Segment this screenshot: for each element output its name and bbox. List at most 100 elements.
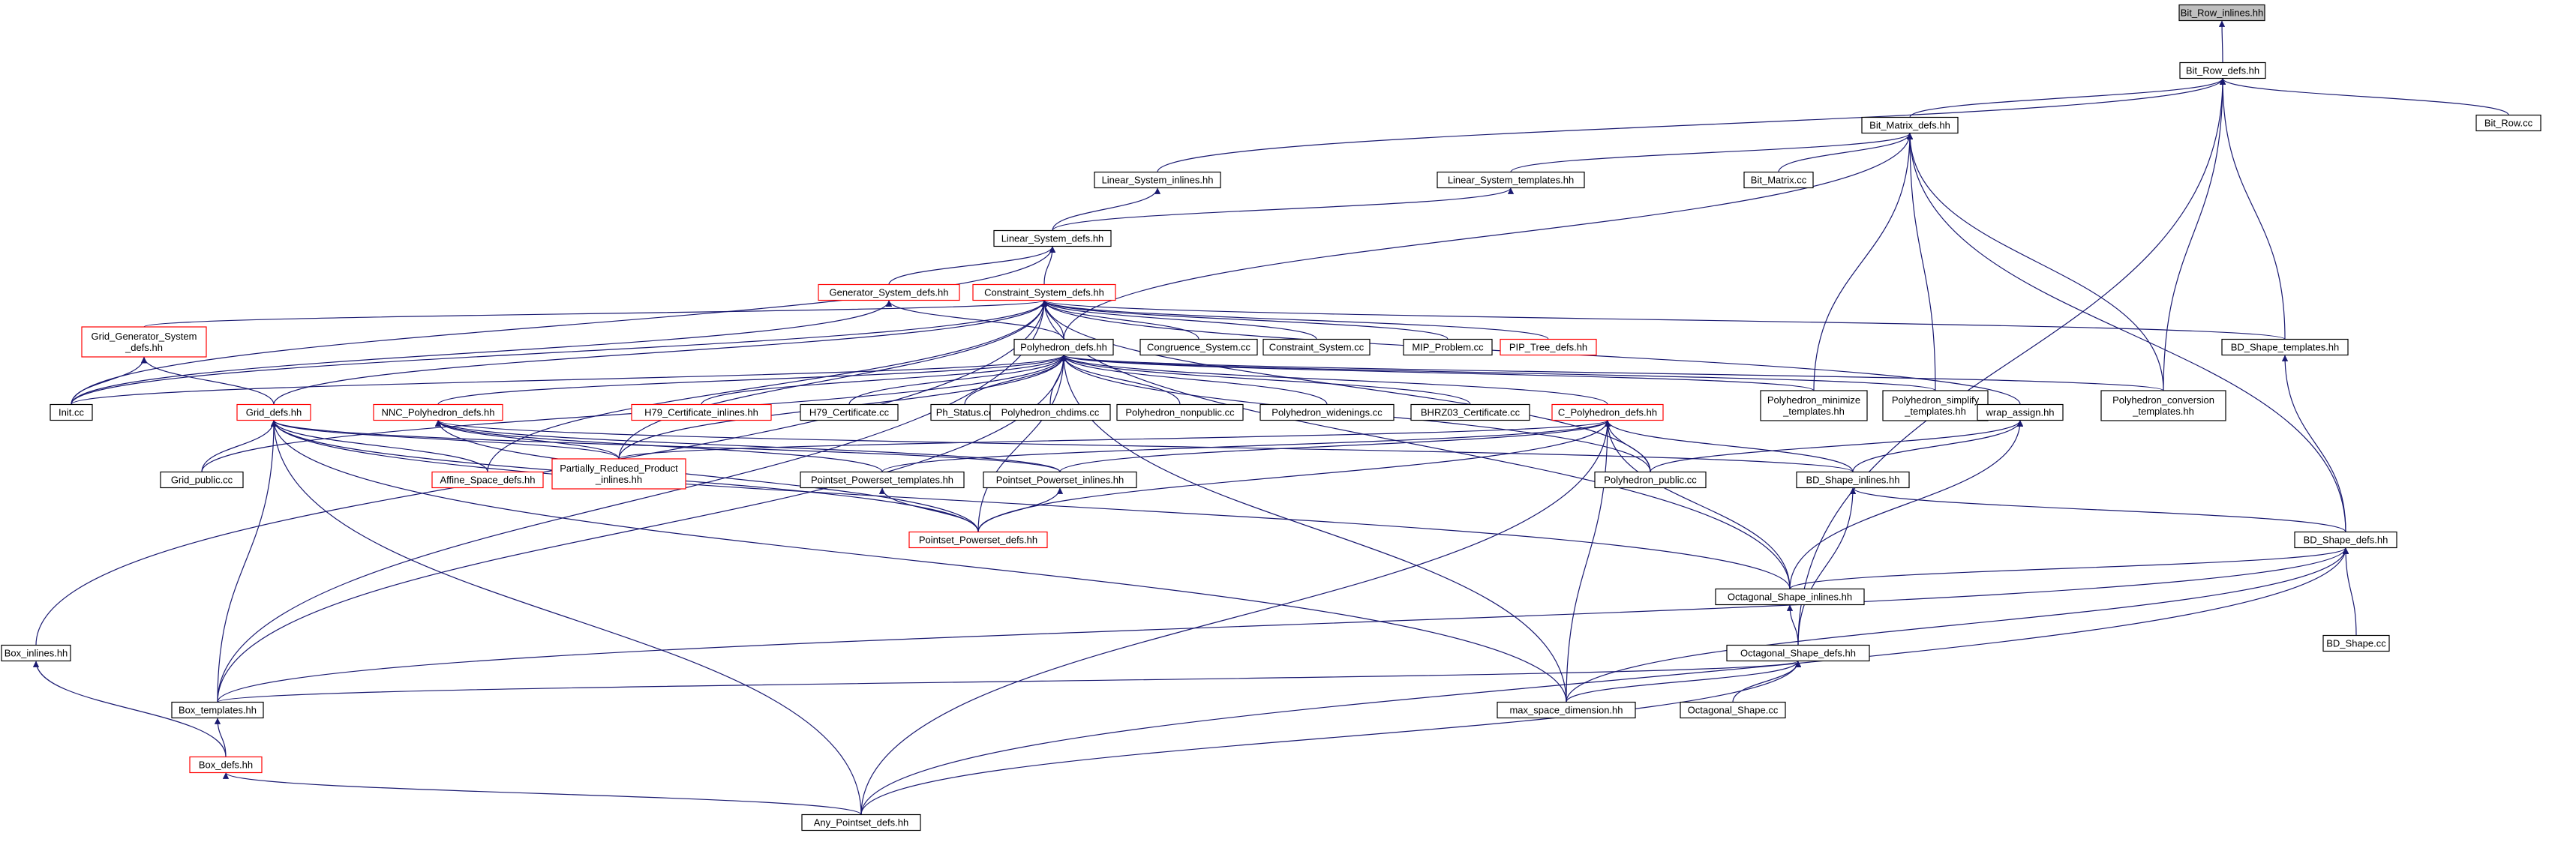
node-polyhedron_conversion_templates[interactable]: Polyhedron_conversion_templates.hh [2100, 390, 2226, 421]
node-box [2178, 4, 2265, 22]
node-pointset_powerset_templates[interactable]: Pointset_Powerset_templates.hh [800, 471, 965, 489]
edge-c_polyhedron_defs-bd_shape_inlines [1604, 420, 1854, 472]
node-box [1977, 403, 2064, 421]
node-box [1116, 403, 1244, 421]
node-box [1861, 116, 1959, 134]
edge-bd_shape_templates-bd_shape_defs [2281, 355, 2346, 532]
node-octagonal_shape_defs[interactable]: Octagonal_Shape_defs.hh [1726, 644, 1870, 662]
edge-bd_shape_defs-octagonal_shape_inlines [1789, 547, 2349, 590]
node-octagonal_shape_inlines[interactable]: Octagonal_Shape_inlines.hh [1715, 588, 1865, 606]
node-c_polyhedron_defs[interactable]: C_Polyhedron_defs.hh [1551, 403, 1664, 421]
node-polyhedron_widenings_cc[interactable]: Polyhedron_widenings.cc [1259, 403, 1395, 421]
edge-constraint_system_defs-congruence_system_cc [1040, 300, 1199, 340]
node-label: Any_Pointset_defs.hh [814, 817, 908, 829]
edge-c_polyhedron_defs-octagonal_shape_inlines [1604, 420, 1791, 589]
node-box [818, 283, 960, 301]
node-box [1262, 338, 1371, 356]
node-linear_system_inlines[interactable]: Linear_System_inlines.hh [1094, 171, 1221, 189]
node-label: _inlines.hh [595, 474, 642, 485]
node-congruence_system_cc[interactable]: Congruence_System.cc [1139, 338, 1258, 356]
node-polyhedron_chdims_cc[interactable]: Polyhedron_chdims.cc [989, 403, 1111, 421]
node-nnc_polyhedron_defs[interactable]: NNC_Polyhedron_defs.hh [373, 403, 503, 421]
node-label: _templates.hh [2132, 406, 2194, 417]
node-h79_certificate_inlines[interactable]: H79_Certificate_inlines.hh [631, 403, 772, 421]
node-bit_matrix_cc[interactable]: Bit_Matrix.cc [1743, 171, 1814, 189]
node-bit_row_cc[interactable]: Bit_Row.cc [2475, 114, 2541, 132]
node-label: BD_Shape_templates.hh [2231, 342, 2340, 353]
edge-bit_row_defs-bit_matrix_defs [1909, 78, 2226, 118]
edge-c_polyhedron_defs-pointset_powerset_templates [881, 420, 1611, 472]
node-linear_system_defs[interactable]: Linear_System_defs.hh [993, 229, 1112, 247]
node-label: Polyhedron_widenings.cc [1271, 407, 1383, 418]
node-affine_space_defs[interactable]: Affine_Space_defs.hh [431, 471, 544, 489]
node-box_inlines[interactable]: Box_inlines.hh [1, 644, 71, 662]
node-label: Bit_Matrix_defs.hh [1869, 120, 1950, 131]
node-bd_shape_defs[interactable]: BD_Shape_defs.hh [2294, 531, 2397, 549]
node-ph_status_cc[interactable]: Ph_Status.cc [930, 403, 999, 421]
node-pointset_powerset_inlines[interactable]: Pointset_Powerset_inlines.hh [983, 471, 1137, 489]
node-any_pointset_defs[interactable]: Any_Pointset_defs.hh [801, 814, 921, 832]
node-generator_system_defs[interactable]: Generator_System_defs.hh [818, 283, 960, 301]
nodes-layer: Bit_Row_inlines.hhBit_Row_defs.hhBit_Row… [1, 4, 2541, 832]
node-bhrz03_certificate_cc[interactable]: BHRZ03_Certificate.cc [1410, 403, 1530, 421]
node-bit_matrix_defs[interactable]: Bit_Matrix_defs.hh [1861, 116, 1959, 134]
node-pip_tree_defs[interactable]: PIP_Tree_defs.hh [1500, 338, 1597, 356]
node-box [2294, 531, 2397, 549]
node-grid_defs[interactable]: Grid_defs.hh [236, 403, 311, 421]
node-partially_reduced_product_inlines[interactable]: Partially_Reduced_Product_inlines.hh [551, 458, 686, 490]
edge-bd_shape_defs-max_space_dimension [1566, 547, 2349, 703]
node-pointset_powerset_defs[interactable]: Pointset_Powerset_defs.hh [908, 531, 1048, 549]
node-octagonal_shape_cc[interactable]: Octagonal_Shape.cc [1680, 701, 1786, 719]
node-label: Bit_Row_inlines.hh [2181, 7, 2264, 19]
node-wrap_assign[interactable]: wrap_assign.hh [1977, 403, 2064, 421]
edge-bd_shape_defs-bd_shape_cc [2342, 547, 2357, 636]
node-label: Polyhedron_defs.hh [1020, 342, 1107, 353]
node-box_defs[interactable]: Box_defs.hh [189, 756, 263, 774]
node-polyhedron_public_cc[interactable]: Polyhedron_public.cc [1594, 471, 1707, 489]
edge-polyhedron_defs-polyhedron_widenings_cc [1060, 355, 1328, 405]
node-polyhedron_simplify_templates[interactable]: Polyhedron_simplify_templates.hh [1882, 390, 1989, 421]
node-label: Grid_defs.hh [246, 407, 302, 418]
node-box [50, 403, 93, 421]
node-label: Pointset_Powerset_defs.hh [919, 535, 1037, 546]
node-label: Octagonal_Shape.cc [1688, 705, 1779, 716]
edge-grid_defs-partially_reduced_product_inlines [270, 419, 620, 460]
node-init_cc[interactable]: Init.cc [50, 403, 93, 421]
node-bd_shape_cc[interactable]: BD_Shape.cc [2322, 634, 2390, 652]
node-grid_generator_system_defs[interactable]: Grid_Generator_System_defs.hh [81, 326, 207, 358]
node-polyhedron_defs[interactable]: Polyhedron_defs.hh [1013, 338, 1114, 356]
edge-box_inlines-box_defs [32, 661, 227, 757]
node-max_space_dimension[interactable]: max_space_dimension.hh [1497, 701, 1636, 719]
edge-polyhedron_defs-c_polyhedron_defs [1060, 354, 1608, 406]
node-polyhedron_nonpublic_cc[interactable]: Polyhedron_nonpublic.cc [1116, 403, 1244, 421]
edge-constraint_system_defs-mip_problem_cc [1040, 299, 1449, 340]
node-box [1680, 701, 1786, 719]
node-h79_certificate_cc[interactable]: H79_Certificate.cc [800, 403, 899, 421]
edge-constraint_system_defs-octagonal_shape_inlines [1040, 300, 1791, 589]
node-box [1594, 471, 1707, 489]
node-bd_shape_templates[interactable]: BD_Shape_templates.hh [2221, 338, 2349, 356]
node-label: _defs.hh [125, 342, 163, 353]
node-label: Bit_Matrix.cc [1751, 175, 1807, 186]
edge-c_polyhedron_defs-partially_reduced_product_inlines [618, 419, 1611, 460]
edge-nnc_polyhedron_defs-partially_reduced_product_inlines [434, 420, 620, 460]
node-mip_problem_cc[interactable]: MIP_Problem.cc [1403, 338, 1493, 356]
node-label: Linear_System_inlines.hh [1102, 175, 1214, 186]
node-grid_public_cc[interactable]: Grid_public.cc [160, 471, 244, 489]
node-linear_system_templates[interactable]: Linear_System_templates.hh [1437, 171, 1585, 189]
node-label: wrap_assign.hh [1985, 407, 2054, 418]
edge-polyhedron_defs-nnc_polyhedron_defs [437, 354, 1067, 406]
node-box [800, 471, 965, 489]
node-polyhedron_minimize_templates[interactable]: Polyhedron_minimize_templates.hh [1760, 390, 1868, 421]
node-bit_row_inlines[interactable]: Bit_Row_inlines.hh [2178, 4, 2265, 22]
node-constraint_system_cc[interactable]: Constraint_System.cc [1262, 338, 1371, 356]
node-constraint_system_defs[interactable]: Constraint_System_defs.hh [972, 283, 1116, 301]
node-box_templates[interactable]: Box_templates.hh [171, 701, 264, 719]
node-bit_row_defs[interactable]: Bit_Row_defs.hh [2179, 61, 2266, 79]
edge-bit_matrix_defs-polyhedron_defs [1063, 133, 1914, 340]
edge-grid_generator_system_defs-grid_defs [140, 356, 275, 405]
node-bd_shape_inlines[interactable]: BD_Shape_inlines.hh [1796, 471, 1910, 489]
edge-bit_matrix_defs-polyhedron_conversion_templates [1906, 133, 2164, 391]
node-box [1796, 471, 1910, 489]
node-box [989, 403, 1111, 421]
